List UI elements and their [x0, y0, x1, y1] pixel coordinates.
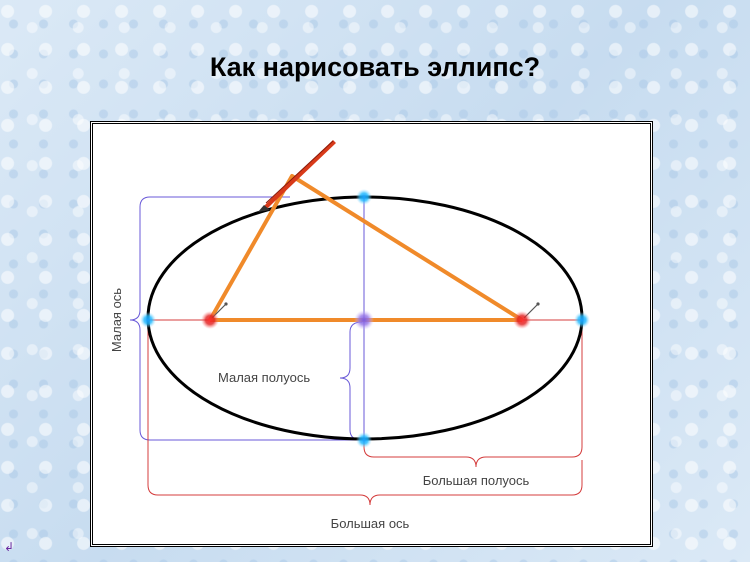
focus-right	[513, 311, 531, 329]
major-semiaxis-bracket	[363, 320, 583, 468]
minor-semiaxis-label: Малая полуось	[218, 370, 310, 385]
pencil-icon	[258, 140, 336, 212]
focus-left	[201, 311, 219, 329]
page-title: Как нарисовать эллипс?	[209, 52, 541, 82]
vertex-right	[574, 312, 590, 328]
vertex-left	[140, 312, 156, 328]
vertex-bottom	[356, 432, 372, 448]
string-loop	[208, 174, 524, 322]
major-axis-bracket	[147, 320, 583, 506]
center-point	[354, 310, 374, 330]
minor-semiaxis-bracket	[339, 321, 363, 441]
vertex-top	[356, 189, 372, 205]
diagram-frame	[90, 121, 653, 547]
minor-axis-label: Малая ось	[109, 288, 124, 352]
minor-axis-bracket	[129, 196, 362, 441]
corner-arrow-icon: ↲	[4, 540, 15, 554]
major-axis-label: Большая ось	[331, 516, 410, 531]
major-semiaxis-label: Большая полуось	[423, 473, 530, 488]
